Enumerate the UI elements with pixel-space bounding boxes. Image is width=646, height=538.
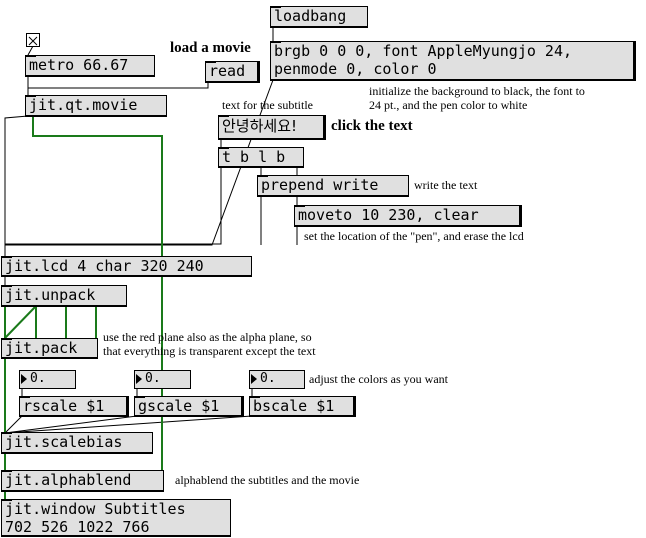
- pack-object[interactable]: jit.pack: [1, 338, 98, 359]
- comment-init-background: initialize the background to black, the …: [369, 84, 585, 112]
- window-object[interactable]: jit.window Subtitles 702 526 1022 766: [1, 499, 231, 537]
- rscale-label: rscale $1: [23, 397, 105, 415]
- cord-qtmovie-alphablend: [32, 116, 163, 472]
- metro-object[interactable]: metro 66.67: [25, 55, 155, 77]
- lcd-object[interactable]: jit.lcd 4 char 320 240: [1, 256, 252, 277]
- read-message[interactable]: read: [205, 61, 260, 83]
- lcd-label: jit.lcd 4 char 320 240: [5, 257, 204, 275]
- number-green-value: 0.: [145, 371, 161, 386]
- comment-load-movie: load a movie: [170, 40, 251, 56]
- subtitle-message-label: 안녕하세요!: [222, 117, 298, 135]
- comment-click-text: click the text: [331, 118, 413, 134]
- cord-toggle-metro: [27, 45, 34, 56]
- toggle-x-icon: [28, 36, 38, 46]
- prepend-label: prepend write: [261, 176, 379, 194]
- cord-qtmovie-down: [4, 115, 29, 256]
- qtmovie-object[interactable]: jit.qt.movie: [25, 95, 167, 117]
- moveto-message[interactable]: moveto 10 230, clear: [294, 205, 522, 227]
- cord-trigger-lcd: [4, 167, 222, 256]
- read-label: read: [209, 62, 246, 80]
- comment-red-plane: use the red plane also as the alpha plan…: [103, 330, 316, 358]
- number-triangle-icon: [136, 374, 142, 384]
- brgb-message-label: brgb 0 0 0, font AppleMyungjo 24, penmod…: [274, 42, 573, 78]
- moveto-label: moveto 10 230, clear: [298, 206, 479, 224]
- bscale-message[interactable]: bscale $1: [249, 396, 356, 417]
- cord-bscale-scalebias: [4, 415, 253, 434]
- comment-adjust-colors: adjust the colors as you want: [309, 372, 448, 386]
- number-blue-value: 0.: [260, 371, 276, 386]
- cord-read-qtmovie: [27, 82, 209, 95]
- subtitle-message[interactable]: 안녕하세요!: [218, 115, 326, 140]
- window-label: jit.window Subtitles 702 526 1022 766: [5, 500, 186, 536]
- scalebias-object[interactable]: jit.scalebias: [1, 432, 153, 454]
- trigger-object[interactable]: t b l b: [218, 147, 304, 168]
- pack-label: jit.pack: [5, 339, 78, 357]
- trigger-label: t b l b: [222, 148, 286, 166]
- comment-set-location: set the location of the "pen", and erase…: [304, 229, 524, 243]
- unpack-label: jit.unpack: [5, 286, 96, 304]
- cord-gscale-scalebias: [4, 415, 138, 434]
- alphablend-label: jit.alphablend: [5, 471, 132, 489]
- comment-write-text: write the text: [414, 178, 478, 192]
- metro-toggle[interactable]: [26, 33, 40, 47]
- number-green[interactable]: 0.: [134, 370, 191, 389]
- gscale-label: gscale $1: [138, 397, 220, 415]
- number-triangle-icon: [21, 374, 27, 384]
- loadbang-object[interactable]: loadbang: [270, 6, 368, 28]
- number-triangle-icon: [251, 374, 257, 384]
- number-blue[interactable]: 0.: [249, 370, 305, 389]
- metro-label: metro 66.67: [29, 56, 129, 74]
- cord-unpack-pack-2: [4, 305, 37, 339]
- bscale-label: bscale $1: [253, 397, 335, 415]
- brgb-message[interactable]: brgb 0 0 0, font AppleMyungjo 24, penmod…: [270, 41, 636, 81]
- prepend-object[interactable]: prepend write: [257, 175, 409, 197]
- number-red[interactable]: 0.: [19, 370, 76, 389]
- gscale-message[interactable]: gscale $1: [134, 396, 244, 417]
- unpack-object[interactable]: jit.unpack: [1, 285, 127, 307]
- comment-text-subtitle: text for the subtitle: [222, 98, 313, 112]
- alphablend-object[interactable]: jit.alphablend: [1, 470, 164, 492]
- rscale-message[interactable]: rscale $1: [19, 396, 129, 417]
- qtmovie-label: jit.qt.movie: [29, 96, 138, 114]
- comment-alphablend: alphablend the subtitles and the movie: [175, 473, 360, 487]
- scalebias-label: jit.scalebias: [5, 433, 123, 451]
- cord-rscale-scalebias: [4, 415, 23, 434]
- loadbang-label: loadbang: [274, 7, 347, 25]
- number-red-value: 0.: [30, 371, 46, 386]
